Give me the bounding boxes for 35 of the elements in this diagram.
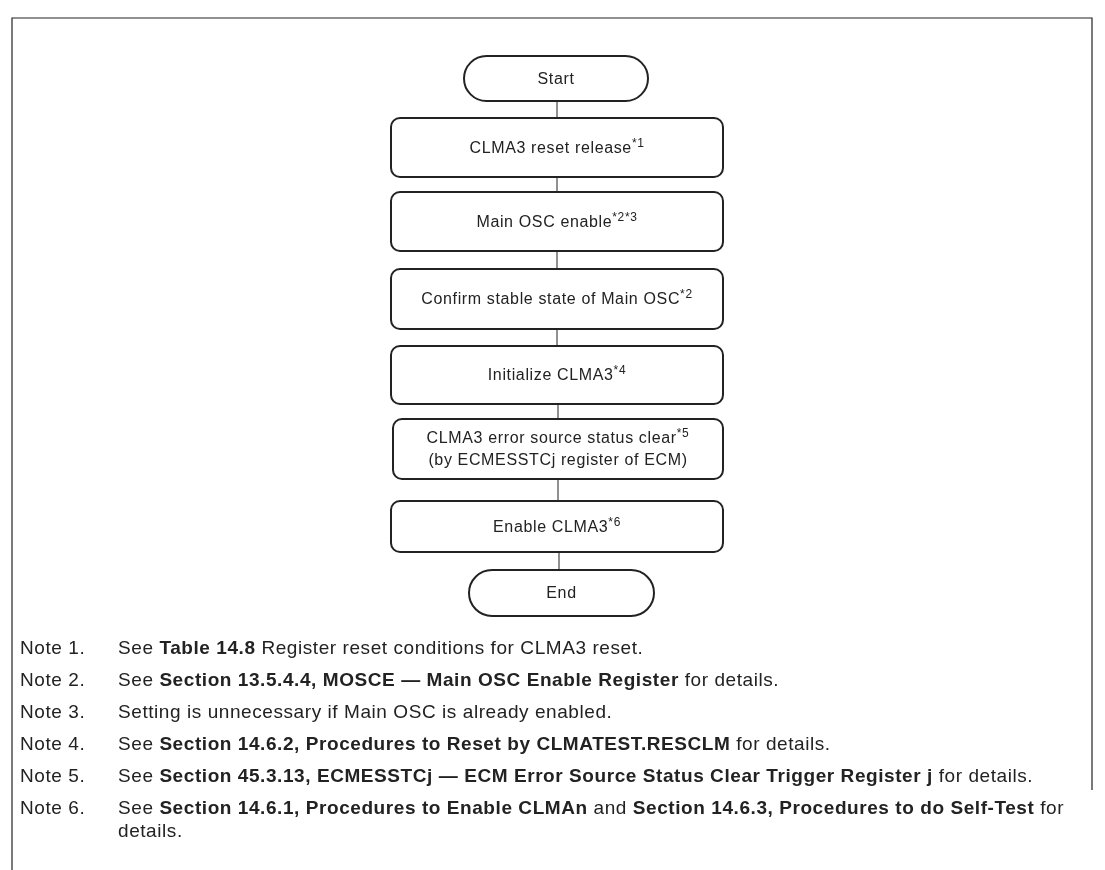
- note-number: Note 1.: [20, 636, 87, 659]
- step-text: Start: [537, 68, 575, 89]
- connector-line: [556, 329, 558, 346]
- note-text: See Section 45.3.13, ECMESSTCj — ECM Error Source Status Clear Trigger Register j for details.: [118, 764, 1035, 787]
- note-number: Note 2.: [20, 668, 87, 691]
- note-text: See Section 13.5.4.4, MOSCE — Main OSC Enable Register for details.: [118, 668, 781, 691]
- step-text: End: [546, 583, 577, 604]
- note-text: Setting is unnecessary if Main OSC is already enabled.: [118, 700, 614, 723]
- note-text: See Section 14.6.1, Procedures to Enable CLMAn and Section 14.6.3, Procedures to do Self-Test for details.: [118, 796, 1066, 842]
- process-box: [390, 191, 724, 252]
- process-box: [390, 500, 724, 553]
- note-text: See Table 14.8 Register reset conditions for CLMA3 reset.: [118, 636, 645, 659]
- connector-line: [557, 479, 559, 501]
- connector-line: [556, 101, 558, 118]
- connector-line: [558, 552, 560, 570]
- connector-line: [556, 251, 558, 269]
- process-box: [390, 345, 724, 405]
- note-number: Note 6.: [20, 796, 87, 820]
- step-text: CLMA3 error source status clear$^{*5}$ (by ECMESSTCj register of ECM): [425, 427, 691, 470]
- step-text: Initialize CLMA3$^{*4}$: [487, 364, 627, 386]
- connector-line: [557, 404, 559, 419]
- terminal-pill: [468, 569, 655, 617]
- note-number: Note 5.: [20, 764, 87, 787]
- step-text: Main OSC enable$^{*2*3}$: [476, 210, 638, 232]
- step-text: CLMA3 reset release$^{*1}$: [469, 136, 645, 158]
- step-text: Confirm stable state of Main OSC$^{*2}$: [421, 288, 693, 310]
- note-text: See Section 14.6.2, Procedures to Reset by CLMATEST.RESCLM for details.: [118, 732, 832, 755]
- note-number: Note 4.: [20, 732, 87, 755]
- connector-line: [556, 177, 558, 192]
- note-number: Note 3.: [20, 700, 87, 723]
- process-box: [390, 117, 724, 178]
- terminal-pill: [463, 55, 649, 102]
- step-text: Enable CLMA3$^{*6}$: [493, 515, 621, 537]
- process-box: [392, 418, 724, 480]
- process-box: [390, 268, 724, 330]
